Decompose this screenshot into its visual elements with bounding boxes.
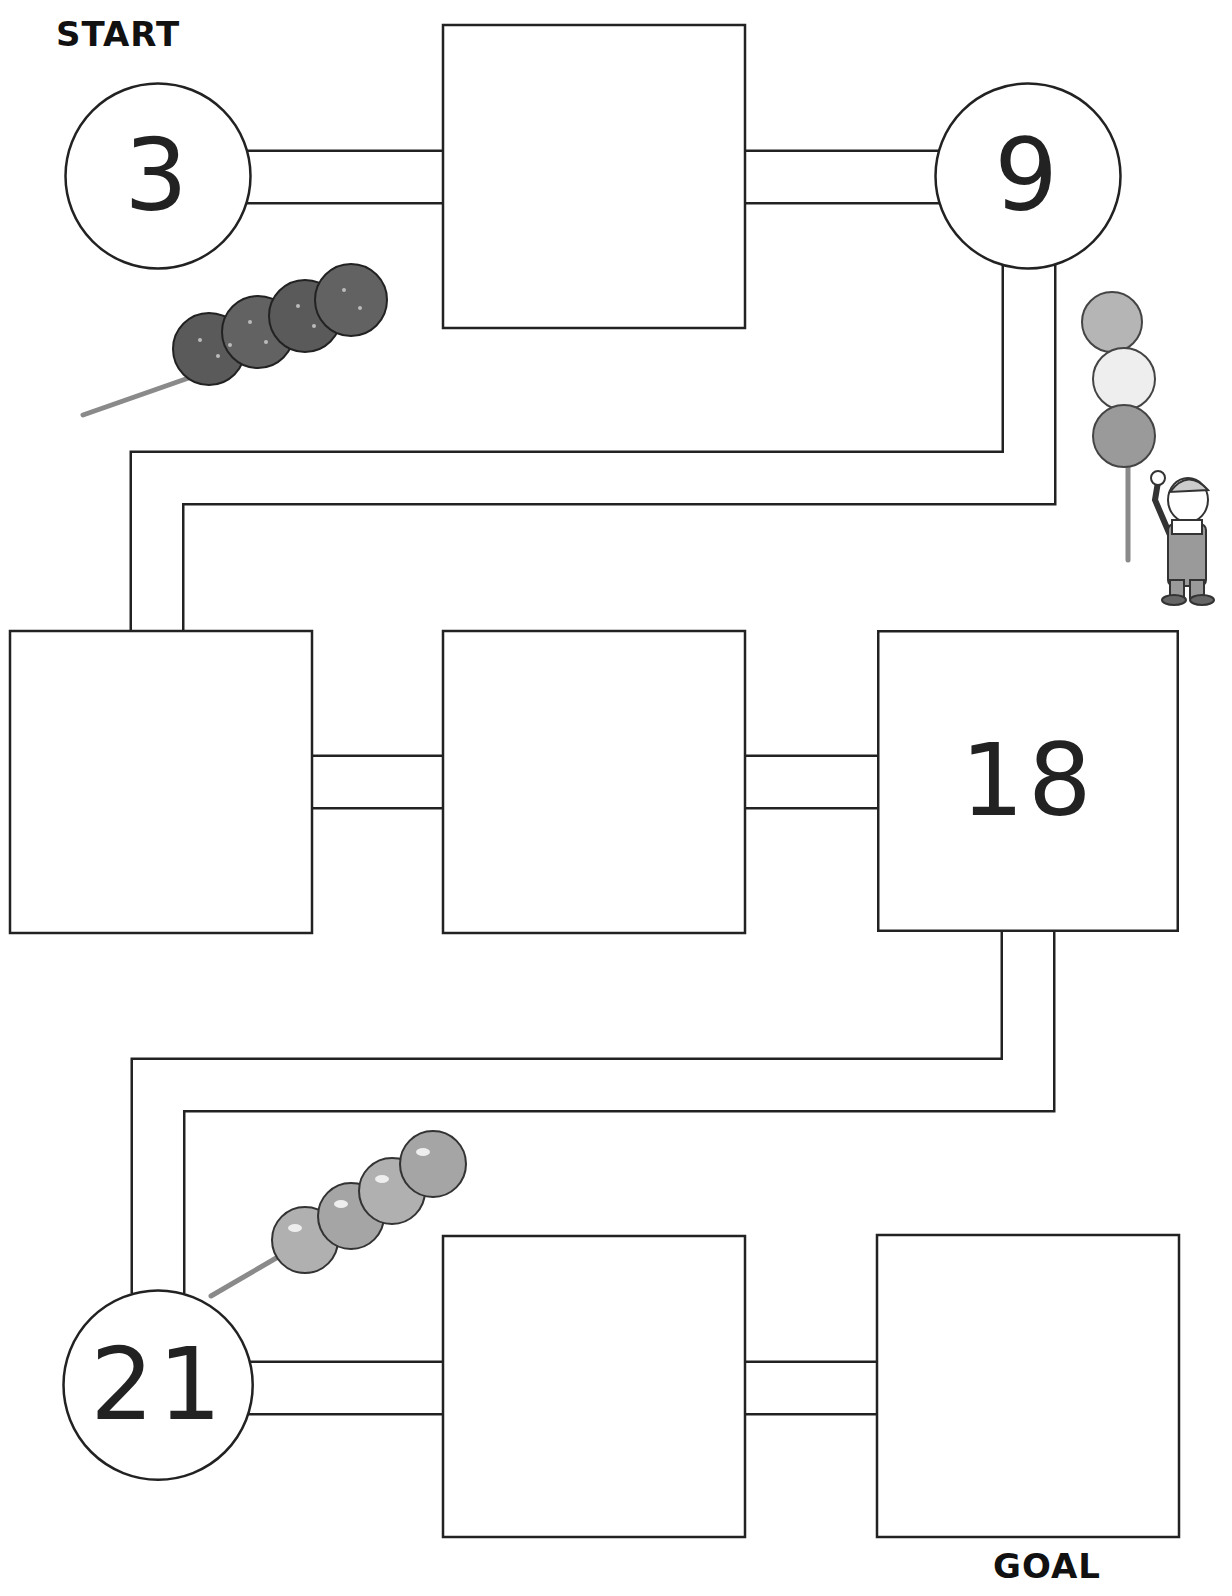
empty-box <box>877 1235 1179 1537</box>
three-colour-dango <box>1082 292 1155 560</box>
skewer-stick <box>1126 455 1131 560</box>
empty-box <box>443 631 745 933</box>
farmer-figure <box>1151 471 1214 605</box>
dango-ball <box>1093 405 1155 467</box>
dango-ball <box>400 1131 466 1197</box>
number-text: 21 <box>90 1335 225 1435</box>
start-label: START <box>56 16 180 53</box>
number-text: 3 <box>124 126 192 226</box>
road-connector <box>158 932 1028 1293</box>
road-outline <box>158 932 1028 1293</box>
number-text: 18 <box>960 731 1095 831</box>
skewer-stick <box>83 374 200 415</box>
dango-ball <box>315 264 387 336</box>
number-box: 18 <box>877 630 1179 932</box>
shoe <box>1190 595 1214 605</box>
road-inside <box>158 932 1028 1293</box>
dango-ball <box>1082 292 1142 352</box>
number-text: 9 <box>994 126 1062 226</box>
dark-dango <box>83 264 387 415</box>
sesame-dots <box>198 288 362 358</box>
circle-shape <box>936 84 1121 269</box>
glazed-dango <box>211 1131 466 1296</box>
dango-ball <box>1093 348 1155 410</box>
fist <box>1151 471 1165 485</box>
empty-boxes <box>10 25 1179 1537</box>
shirt <box>1172 520 1202 534</box>
number-circle: 21 <box>62 1289 254 1481</box>
empty-box <box>443 25 745 328</box>
circle-shape <box>63 1290 252 1479</box>
circle-shape <box>66 84 251 269</box>
empty-box <box>443 1236 745 1537</box>
goal-label: GOAL <box>993 1548 1101 1585</box>
shine <box>288 1148 430 1232</box>
empty-box <box>10 631 312 933</box>
number-circle: 9 <box>934 82 1122 270</box>
box-shape <box>878 631 1178 931</box>
number-circle: 3 <box>64 82 252 270</box>
cap <box>1170 479 1208 492</box>
shoe <box>1162 595 1186 605</box>
head <box>1168 478 1208 522</box>
